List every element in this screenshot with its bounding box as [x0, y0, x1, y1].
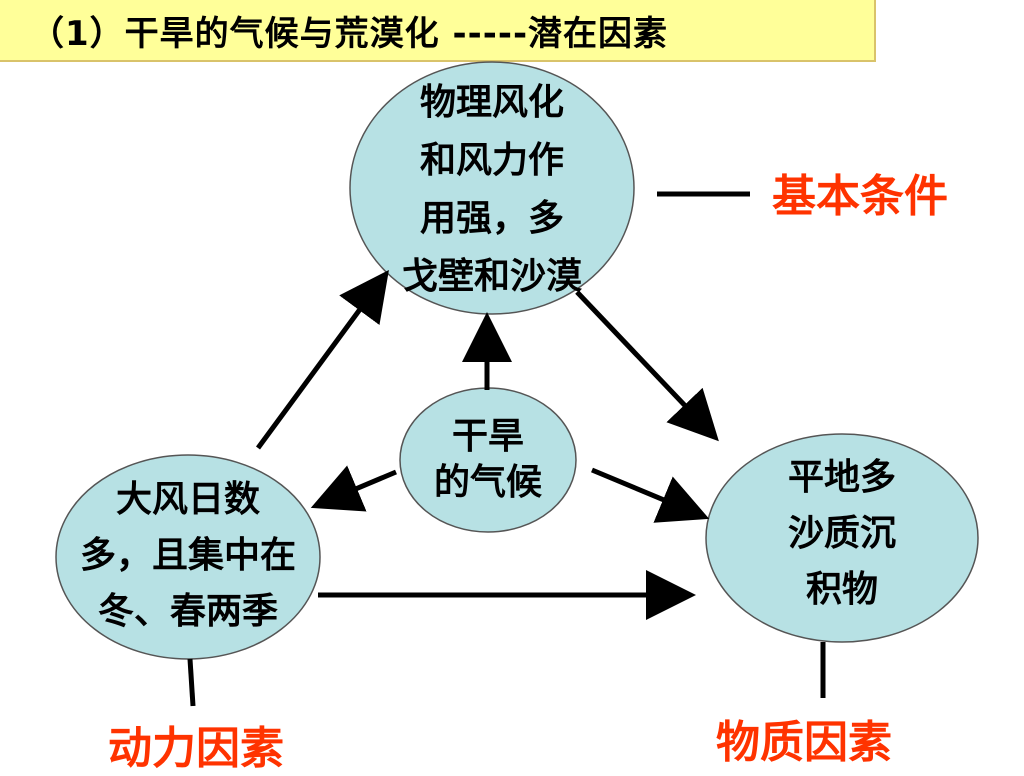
node-right: 平地多 沙质沉 积物: [734, 446, 950, 622]
connector-left-to-dynamic: [187, 658, 196, 707]
node-top: 物理风化 和风力作 用强，多 戈壁和沙漠: [362, 82, 622, 297]
node-top-text: 物理风化 和风力作 用强，多 戈壁和沙漠: [401, 82, 582, 297]
title-bar: （1）干旱的气候与荒漠化 -----潜在因素: [0, 0, 876, 62]
page-title: （1）干旱的气候与荒漠化 -----潜在因素: [30, 14, 669, 54]
label-basic-condition: 基本条件: [772, 171, 948, 222]
node-right-ellipse: [705, 433, 979, 643]
arrow-left-to-top: [255, 269, 389, 450]
label-dynamic-factor: 动力因素: [108, 723, 284, 774]
node-center: 干旱 的气候: [410, 400, 566, 520]
node-left-text: 大风日数 多，且集中在 冬、春两季: [79, 479, 296, 632]
node-left-ellipse: [55, 454, 321, 660]
node-center-text: 干旱 的气候: [433, 416, 542, 503]
arrow-top-to-right: [575, 290, 719, 442]
arrow-center-to-left: [310, 465, 397, 512]
node-left: 大风日数 多，且集中在 冬、春两季: [40, 470, 336, 642]
arrow-center-to-right: [591, 467, 710, 523]
label-material-factor: 物质因素: [716, 717, 892, 768]
node-right-text: 平地多 沙质沉 积物: [787, 457, 896, 610]
